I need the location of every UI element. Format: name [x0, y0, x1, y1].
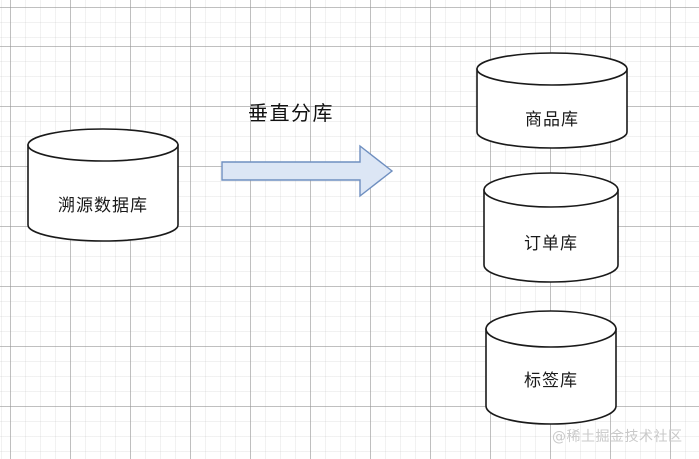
cylinder-order-label: 订单库: [524, 234, 578, 254]
cylinder-tag-top: [485, 310, 617, 348]
arrow-caption-label: 垂直分库: [248, 101, 334, 125]
cylinder-tag-body: [485, 328, 617, 425]
cylinder-product-top: [476, 52, 628, 86]
cylinder-source-top: [27, 128, 179, 162]
cylinder-source-body: [27, 144, 179, 242]
cylinder-tag-label: 标签库: [524, 371, 578, 391]
vertical-sharding-arrow[interactable]: [221, 144, 394, 198]
cylinder-source-label: 溯源数据库: [58, 196, 148, 216]
arrow-shape: [221, 144, 394, 198]
cylinder-product-label: 商品库: [525, 110, 579, 130]
cylinder-order-body: [483, 189, 619, 283]
cylinder-product-body: [476, 68, 628, 149]
cylinder-source[interactable]: [27, 128, 179, 242]
cylinder-product[interactable]: [476, 52, 628, 149]
cylinder-order[interactable]: [483, 172, 619, 283]
cylinder-order-top: [483, 172, 619, 208]
cylinder-tag[interactable]: [485, 310, 617, 425]
watermark-text: @稀土掘金技术社区: [552, 429, 683, 445]
